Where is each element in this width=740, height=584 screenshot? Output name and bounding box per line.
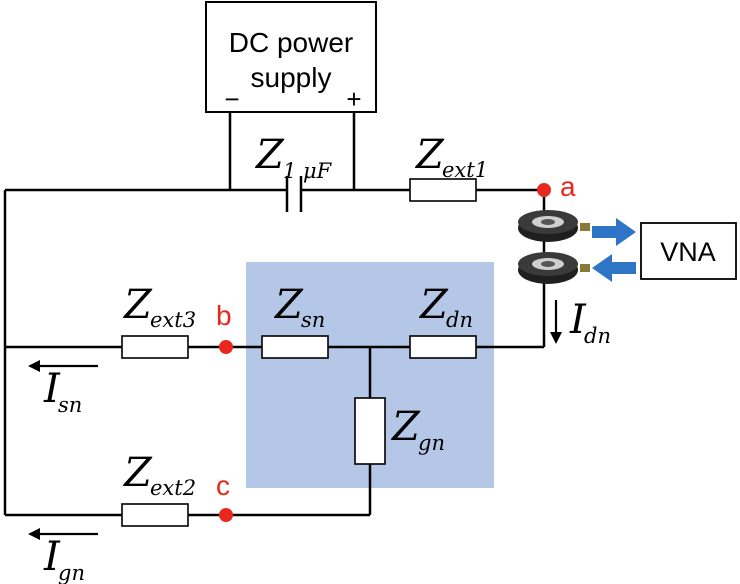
- wires: [3, 112, 546, 517]
- svg-text:Z: Z: [254, 132, 285, 178]
- i-dn-label: I dn: [569, 297, 611, 348]
- z-ext1-resistor: [409, 178, 477, 202]
- svg-text:sn: sn: [58, 393, 82, 417]
- svg-text:I: I: [43, 366, 61, 412]
- svg-text:I: I: [43, 534, 61, 580]
- z-capacitor-label: Z 1 μF: [254, 132, 333, 183]
- svg-text:1 μF: 1 μF: [283, 159, 333, 183]
- power-supply-label-line1: DC power: [229, 27, 353, 58]
- svg-text:I: I: [569, 297, 587, 343]
- z-ext1-label: Z ext1: [414, 132, 488, 182]
- svg-text:Z: Z: [418, 282, 449, 328]
- current-arrow-gn-icon: [28, 528, 98, 540]
- vna-box: [640, 222, 737, 280]
- svg-text:ext2: ext2: [150, 476, 196, 500]
- vna-label: VNA: [660, 237, 716, 267]
- z-ext2-label: Z ext2: [122, 450, 196, 500]
- arrow-right-icon: [592, 218, 636, 246]
- minus-terminal-label: −: [224, 84, 239, 114]
- i-gn-label: I gn: [43, 534, 85, 584]
- svg-text:dn: dn: [446, 308, 473, 332]
- svg-text:Z: Z: [390, 404, 421, 450]
- z-dn-label: Z dn: [418, 282, 473, 332]
- plus-terminal-label: +: [346, 84, 361, 114]
- z-gn-resistor: [354, 397, 386, 465]
- dc-power-supply: [205, 1, 377, 113]
- i-sn-label: I sn: [43, 366, 82, 417]
- z-gn-label: Z gn: [390, 404, 445, 455]
- svg-text:ext3: ext3: [150, 308, 196, 332]
- node-c-dot: [219, 508, 233, 522]
- svg-text:Z: Z: [414, 132, 445, 178]
- svg-text:gn: gn: [58, 561, 85, 584]
- node-a-label: a: [560, 171, 576, 202]
- z-dn-resistor: [409, 335, 477, 359]
- z-ext3-resistor: [121, 335, 189, 359]
- svg-text:gn: gn: [418, 431, 445, 455]
- z-sn-resistor: [261, 335, 329, 359]
- power-supply-label-line2: supply: [251, 62, 332, 93]
- current-arrow-sn-icon: [28, 360, 98, 372]
- svg-text:Z: Z: [273, 282, 304, 328]
- svg-text:dn: dn: [584, 324, 611, 348]
- arrow-left-icon: [592, 254, 636, 282]
- current-probe-lower-icon: [518, 252, 590, 284]
- z-ext3-label: Z ext3: [122, 282, 196, 332]
- current-probe-upper-icon: [518, 210, 590, 242]
- current-arrow-dn-icon: [550, 300, 562, 344]
- node-b-label: b: [216, 300, 232, 331]
- svg-text:ext1: ext1: [442, 158, 488, 182]
- svg-text:Z: Z: [122, 450, 153, 496]
- svg-text:Z: Z: [122, 282, 153, 328]
- z-sn-label: Z sn: [273, 282, 325, 332]
- node-a-dot: [537, 183, 551, 197]
- node-b-dot: [219, 340, 233, 354]
- node-c-label: c: [216, 470, 230, 501]
- z-ext2-resistor: [121, 503, 189, 527]
- svg-text:sn: sn: [301, 308, 325, 332]
